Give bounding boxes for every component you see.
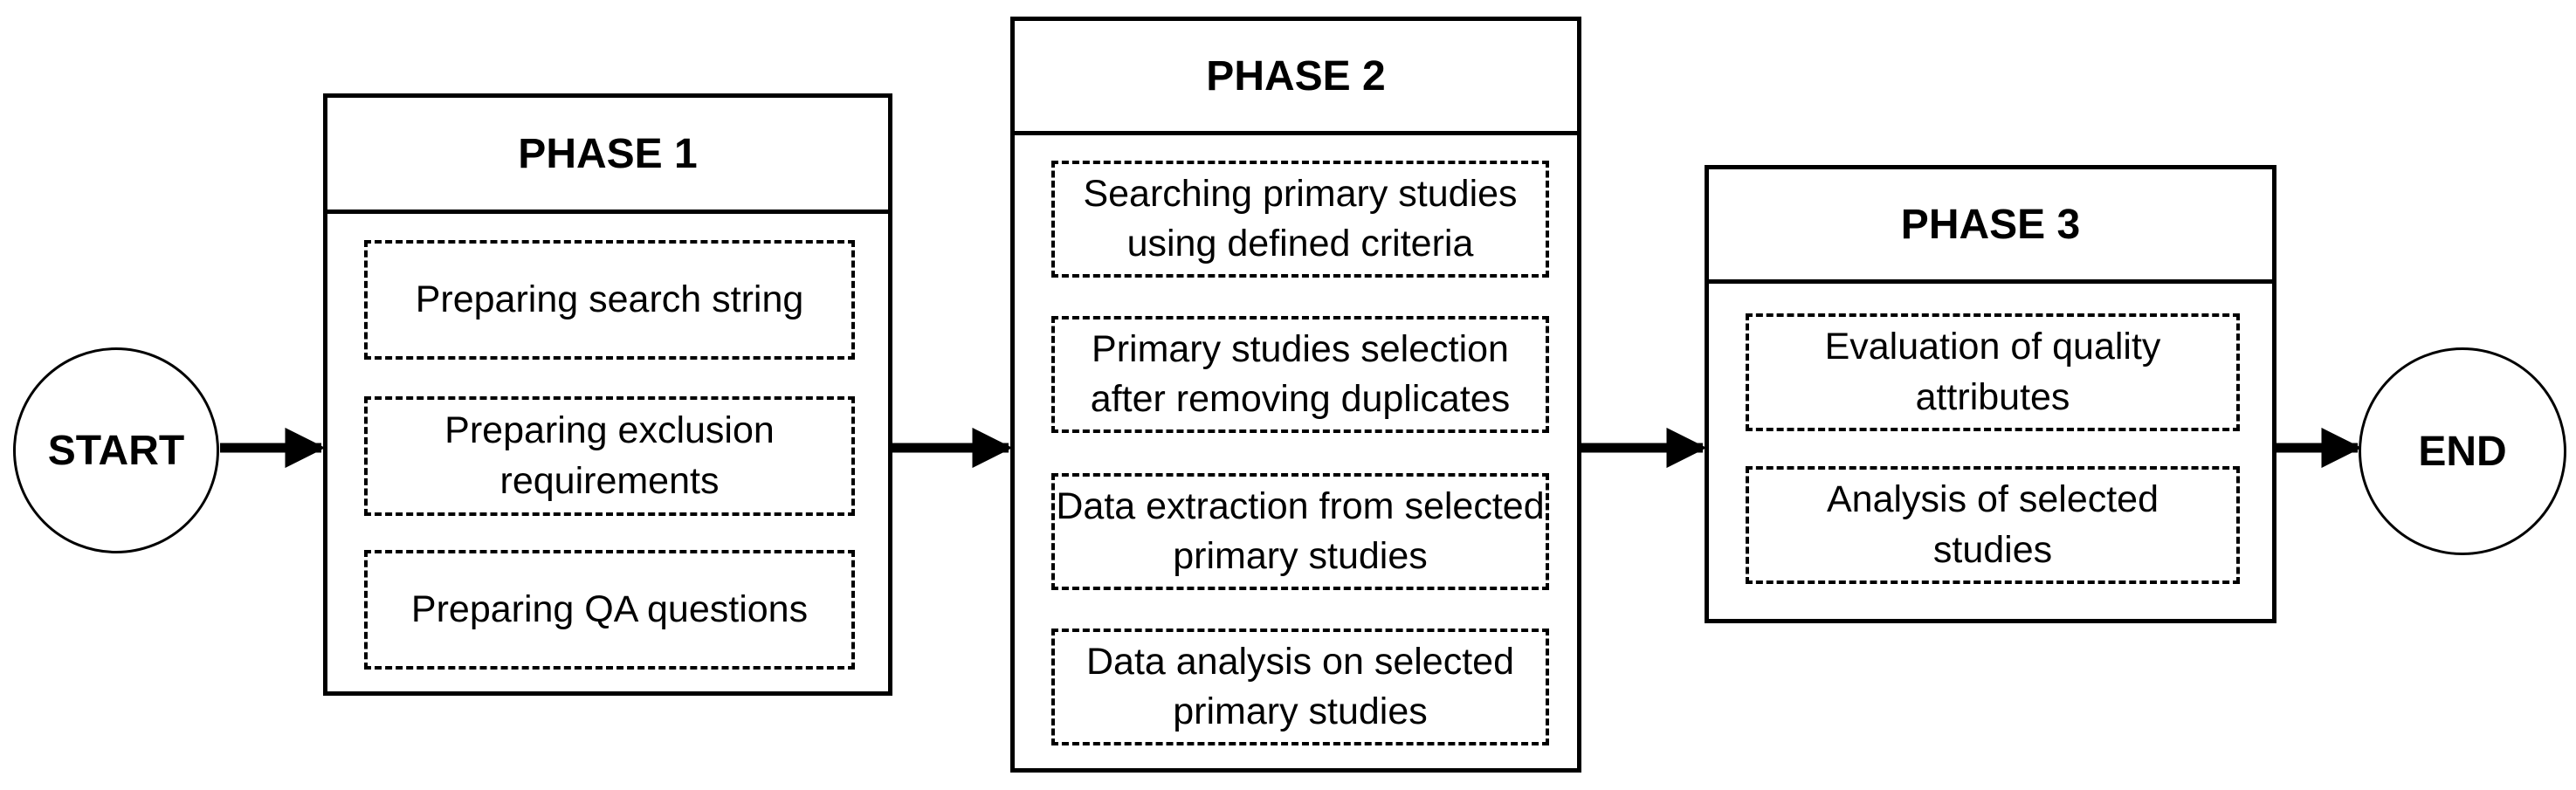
phase-2-title: PHASE 2 xyxy=(1206,52,1386,100)
start-label: START xyxy=(47,427,185,474)
start-node: START xyxy=(13,347,219,553)
phase-2-box: PHASE 2 Searching primary studies using … xyxy=(1010,17,1581,773)
phase-2-step-2: Primary studies selection after removing… xyxy=(1051,316,1549,433)
phase-1-step-1: Preparing search string xyxy=(364,240,855,360)
end-label: END xyxy=(2418,428,2507,475)
phase-1-step-3: Preparing QA questions xyxy=(364,550,855,670)
phase-2-header: PHASE 2 xyxy=(1015,21,1577,135)
phase-3-step-1: Evaluation of quality attributes xyxy=(1746,313,2240,431)
phase-1-header: PHASE 1 xyxy=(327,98,888,214)
phase-3-title: PHASE 3 xyxy=(1900,201,2081,248)
phase-1-box: PHASE 1 Preparing search string Preparin… xyxy=(323,93,892,696)
phase-2-step-1: Searching primary studies using defined … xyxy=(1051,161,1549,278)
phase-1-step-2: Preparing exclusion requirements xyxy=(364,396,855,516)
phase-2-step-3: Data extraction from selected primary st… xyxy=(1051,473,1549,590)
end-node: END xyxy=(2359,347,2566,555)
phase-3-header: PHASE 3 xyxy=(1709,169,2272,284)
phase-3-box: PHASE 3 Evaluation of quality attributes… xyxy=(1705,165,2276,623)
phase-2-step-4: Data analysis on selected primary studie… xyxy=(1051,629,1549,745)
phase-1-title: PHASE 1 xyxy=(518,130,698,177)
phase-3-step-2: Analysis of selected studies xyxy=(1746,466,2240,584)
